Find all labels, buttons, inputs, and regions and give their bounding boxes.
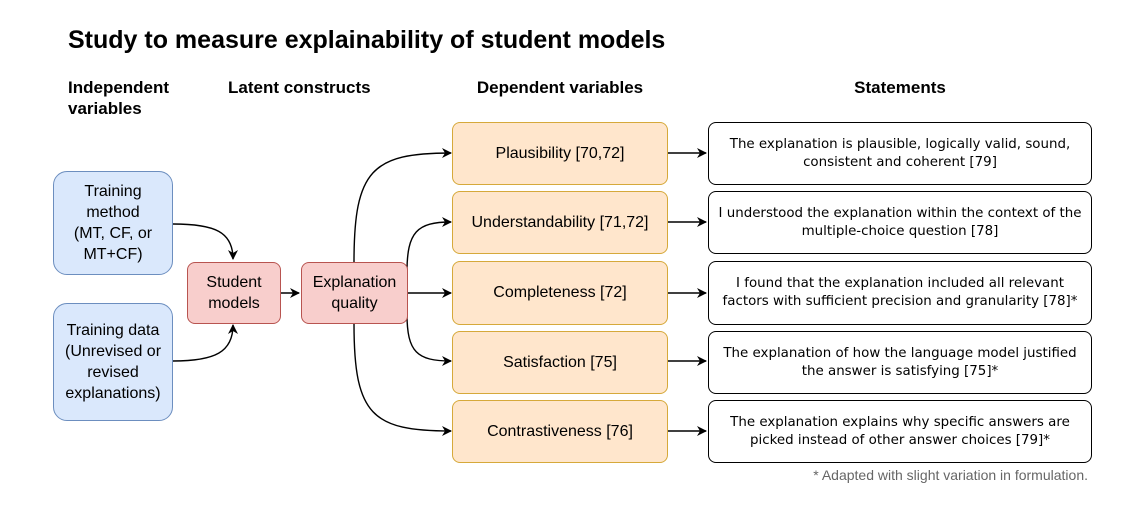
dependent-understandability: Understandability [71,72] bbox=[452, 191, 668, 254]
statement-completeness: I found that the explanation included al… bbox=[708, 261, 1092, 325]
arrow-training-data-to-student-models bbox=[172, 324, 238, 362]
header-statements: Statements bbox=[854, 78, 946, 97]
header-latent-constructs: Latent constructs bbox=[228, 78, 371, 97]
independent-training-method: Training method (MT, CF, or MT+CF) bbox=[53, 171, 173, 275]
diagram-title: Study to measure explainability of stude… bbox=[68, 26, 666, 54]
arrow-explanation-quality-to-contrastiveness bbox=[353, 323, 452, 436]
dependent-contrastiveness: Contrastiveness [76] bbox=[452, 400, 668, 463]
statement-satisfaction: The explanation of how the language mode… bbox=[708, 331, 1092, 394]
header-dependent-variables: Dependent variables bbox=[476, 78, 644, 97]
dependent-completeness: Completeness [72] bbox=[452, 261, 668, 325]
latent-explanation-quality: Explanation quality bbox=[301, 262, 408, 324]
dependent-plausibility: Plausibility [70,72] bbox=[452, 122, 668, 185]
header-independent-variables: Independent variables bbox=[68, 78, 170, 118]
independent-training-data: Training data (Unrevised or revised expl… bbox=[53, 303, 173, 421]
latent-student-models: Student models bbox=[187, 262, 281, 324]
footnote: * Adapted with slight variation in formu… bbox=[813, 467, 1088, 483]
statement-contrastiveness: The explanation explains why specific an… bbox=[708, 400, 1092, 463]
dependent-satisfaction: Satisfaction [75] bbox=[452, 331, 668, 394]
statement-understandability: I understood the explanation within the … bbox=[708, 191, 1092, 254]
arrow-explanation-quality-to-plausibility bbox=[353, 148, 452, 263]
arrow-training-method-to-student-models bbox=[172, 223, 238, 260]
arrow-explanation-quality-to-understandability bbox=[406, 217, 452, 273]
arrow-explanation-quality-to-satisfaction bbox=[406, 313, 452, 366]
statement-plausibility: The explanation is plausible, logically … bbox=[708, 122, 1092, 185]
